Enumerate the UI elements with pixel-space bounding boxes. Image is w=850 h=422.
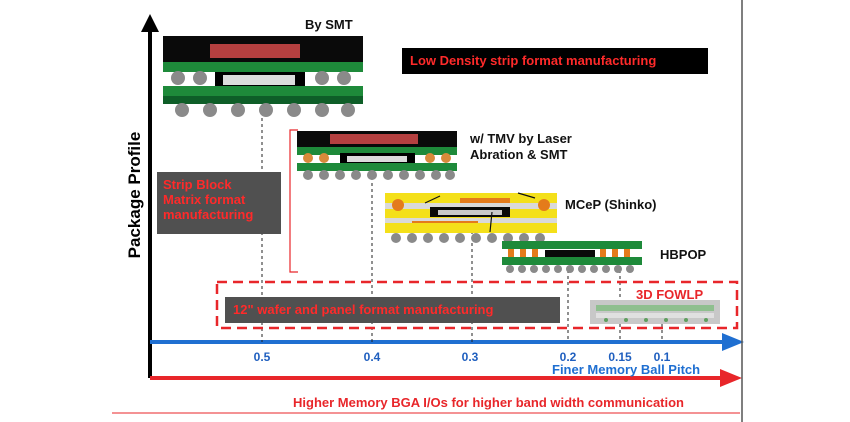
y-axis-arrow <box>141 14 159 378</box>
pitch-tick-0-1: 0.1 <box>653 350 671 364</box>
strip-line-2: Matrix format <box>163 192 246 207</box>
label-hbpop: HBPOP <box>660 247 707 262</box>
pitch-tick-0-2: 0.2 <box>559 350 577 364</box>
label-by-smt: By SMT <box>305 17 353 32</box>
smt-package-image <box>163 36 363 117</box>
label-tmv-line1: w/ TMV by Laser <box>470 131 572 146</box>
pitch-tick-0-5: 0.5 <box>253 350 271 364</box>
tmv-package-image <box>297 131 457 180</box>
wafer-panel-dashed-box <box>215 280 739 330</box>
pitch-tick-0-3: 0.3 <box>461 350 479 364</box>
label-tmv-line2: Abration & SMT <box>470 147 568 162</box>
fowlp-package-image <box>590 300 720 324</box>
low-density-box: Low Density strip format manufacturing <box>402 48 708 74</box>
strip-line-1: Strip Block <box>163 177 232 192</box>
strip-bracket <box>289 129 298 273</box>
strip-line-3: manufacturing <box>163 207 254 222</box>
mcep-package-image <box>385 192 557 243</box>
io-axis-arrow <box>150 369 742 387</box>
label-mcep: MCeP (Shinko) <box>565 197 657 212</box>
wafer-panel-box: 12" wafer and panel format manufacturing <box>225 297 560 323</box>
wafer-panel-label: 12" wafer and panel format manufacturing <box>233 302 494 317</box>
low-density-label: Low Density strip format manufacturing <box>410 53 657 68</box>
label-3d-fowlp: 3D FOWLP <box>636 287 704 302</box>
pitch-tick-0-4: 0.4 <box>363 350 381 364</box>
pitch-axis-arrow <box>150 333 744 351</box>
pitch-tick-0-15: 0.15 <box>608 350 632 364</box>
io-axis-title: Higher Memory BGA I/Os for higher band w… <box>293 395 684 410</box>
hbpop-package-image <box>502 241 642 273</box>
strip-block-box: Strip Block Matrix format manufacturing <box>157 172 281 234</box>
pitch-axis-title: Finer Memory Ball Pitch <box>552 362 701 377</box>
